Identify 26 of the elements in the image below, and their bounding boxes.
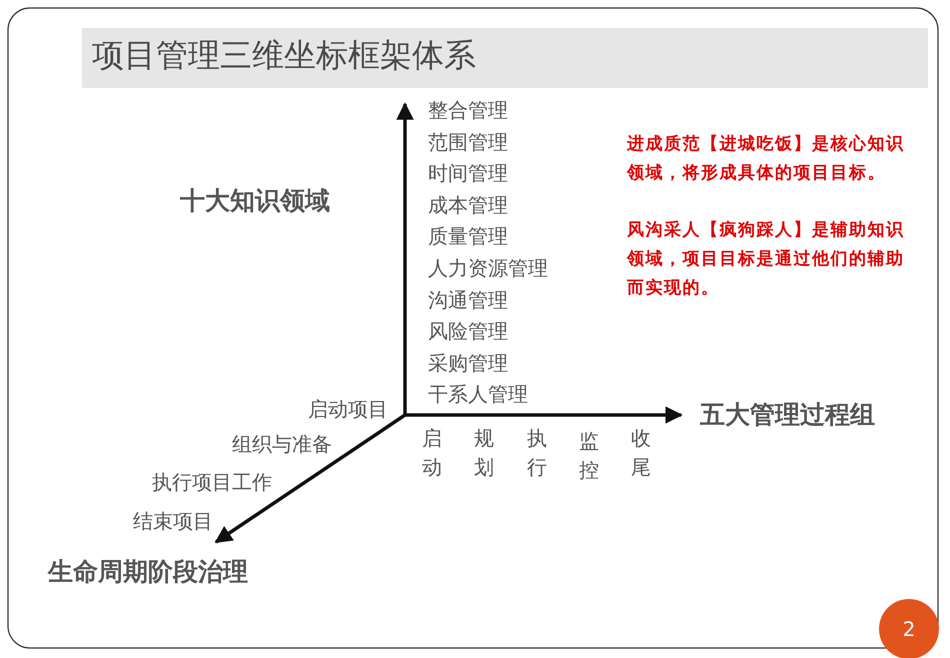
list-item: 采购管理: [428, 350, 508, 377]
note-paragraph: 风沟采人【疯狗踩人】是辅助知识领域，项目目标是通过他们的辅助而实现的。: [627, 219, 906, 300]
phase-label: 启动项目: [308, 396, 388, 423]
list-item: 范围管理: [428, 128, 508, 156]
axis-title: 生命周期阶段治理: [48, 556, 248, 588]
list-item: 风险管理: [428, 318, 508, 346]
list-item: 人力资源管理: [428, 255, 548, 282]
process-label: 监控: [579, 428, 599, 484]
list-item: 成本管理: [428, 192, 508, 219]
note-paragraph: 进成质范【进城吃饭】是核心知识领域，将形成具体的项目目标。: [627, 133, 906, 185]
phase-label: 结束项目: [133, 508, 213, 535]
process-label: 规划: [474, 425, 494, 481]
phase-label: 执行项目工作: [152, 469, 272, 496]
list-item: 时间管理: [428, 160, 508, 188]
process-label: 执行: [527, 425, 547, 481]
process-label: 启动: [422, 425, 442, 481]
list-item: 沟通管理: [428, 286, 508, 314]
phase-label: 组织与准备: [232, 431, 332, 458]
axis-title: 十大知识领域: [180, 185, 330, 217]
list-item: 干系人管理: [428, 381, 528, 408]
list-item: 整合管理: [428, 97, 508, 124]
page-number-circle: 2: [879, 599, 939, 658]
slide-title: 项目管理三维坐标框架体系: [92, 35, 476, 76]
axis-title: 五大管理过程组: [700, 399, 875, 431]
process-label: 收尾: [631, 425, 651, 481]
list-item: 质量管理: [428, 223, 508, 250]
